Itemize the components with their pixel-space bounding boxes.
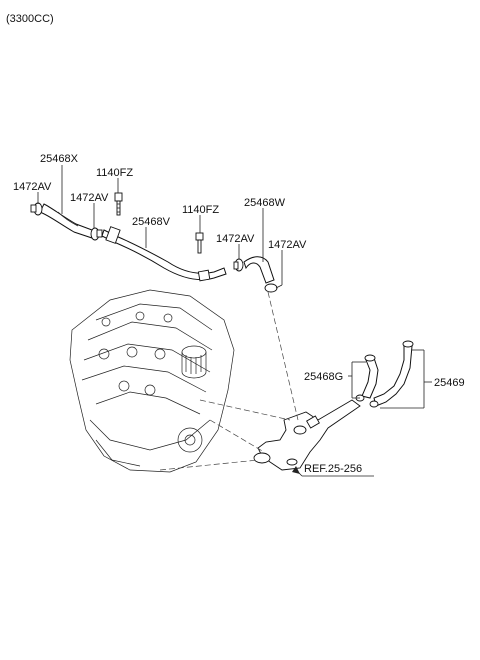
- label-25468X: 25468X: [40, 153, 79, 165]
- bolt-1140FZ-lower[interactable]: [195, 232, 204, 254]
- label-1472AV-w-right: 1472AV: [268, 239, 307, 251]
- label-25468G: 25468G: [304, 371, 343, 383]
- hose-25468G[interactable]: [355, 354, 379, 402]
- label-1472AV-w-left: 1472AV: [216, 233, 255, 245]
- leader-lines: [37, 165, 432, 477]
- label-25469: 25469: [434, 377, 465, 389]
- engine-assembly: [69, 289, 235, 473]
- connector-dashed-4: [159, 459, 259, 471]
- label-1472AV-upper-mid: 1472AV: [70, 192, 109, 204]
- hose-25469[interactable]: [369, 340, 414, 408]
- clamp-1472AV-left[interactable]: [30, 202, 43, 216]
- clamp-1472AV-w-right[interactable]: [264, 283, 278, 293]
- label-1140FZ-lower: 1140FZ: [182, 204, 219, 216]
- label-ref-25-256[interactable]: REF.25-256: [304, 463, 362, 475]
- connector-dashed-3: [209, 419, 265, 453]
- bolt-1140FZ-upper[interactable]: [114, 192, 123, 216]
- connector-dashed-2: [199, 399, 291, 421]
- water-outlet-housing[interactable]: [253, 399, 361, 471]
- label-25468W: 25468W: [244, 197, 286, 209]
- label-1140FZ-upper: 1140FZ: [96, 167, 133, 179]
- clamp-1472AV-w-left[interactable]: [233, 258, 244, 272]
- connector-dashed-1: [267, 291, 299, 421]
- hose-25468W[interactable]: [243, 256, 275, 284]
- label-25468V: 25468V: [132, 216, 171, 228]
- engine-variant-caption: (3300CC): [6, 13, 54, 25]
- label-1472AV-left: 1472AV: [13, 181, 52, 193]
- pipe-25468V[interactable]: [101, 226, 227, 282]
- clamp-1472AV-upper-mid[interactable]: [90, 227, 103, 241]
- hose-25468X[interactable]: [39, 203, 93, 239]
